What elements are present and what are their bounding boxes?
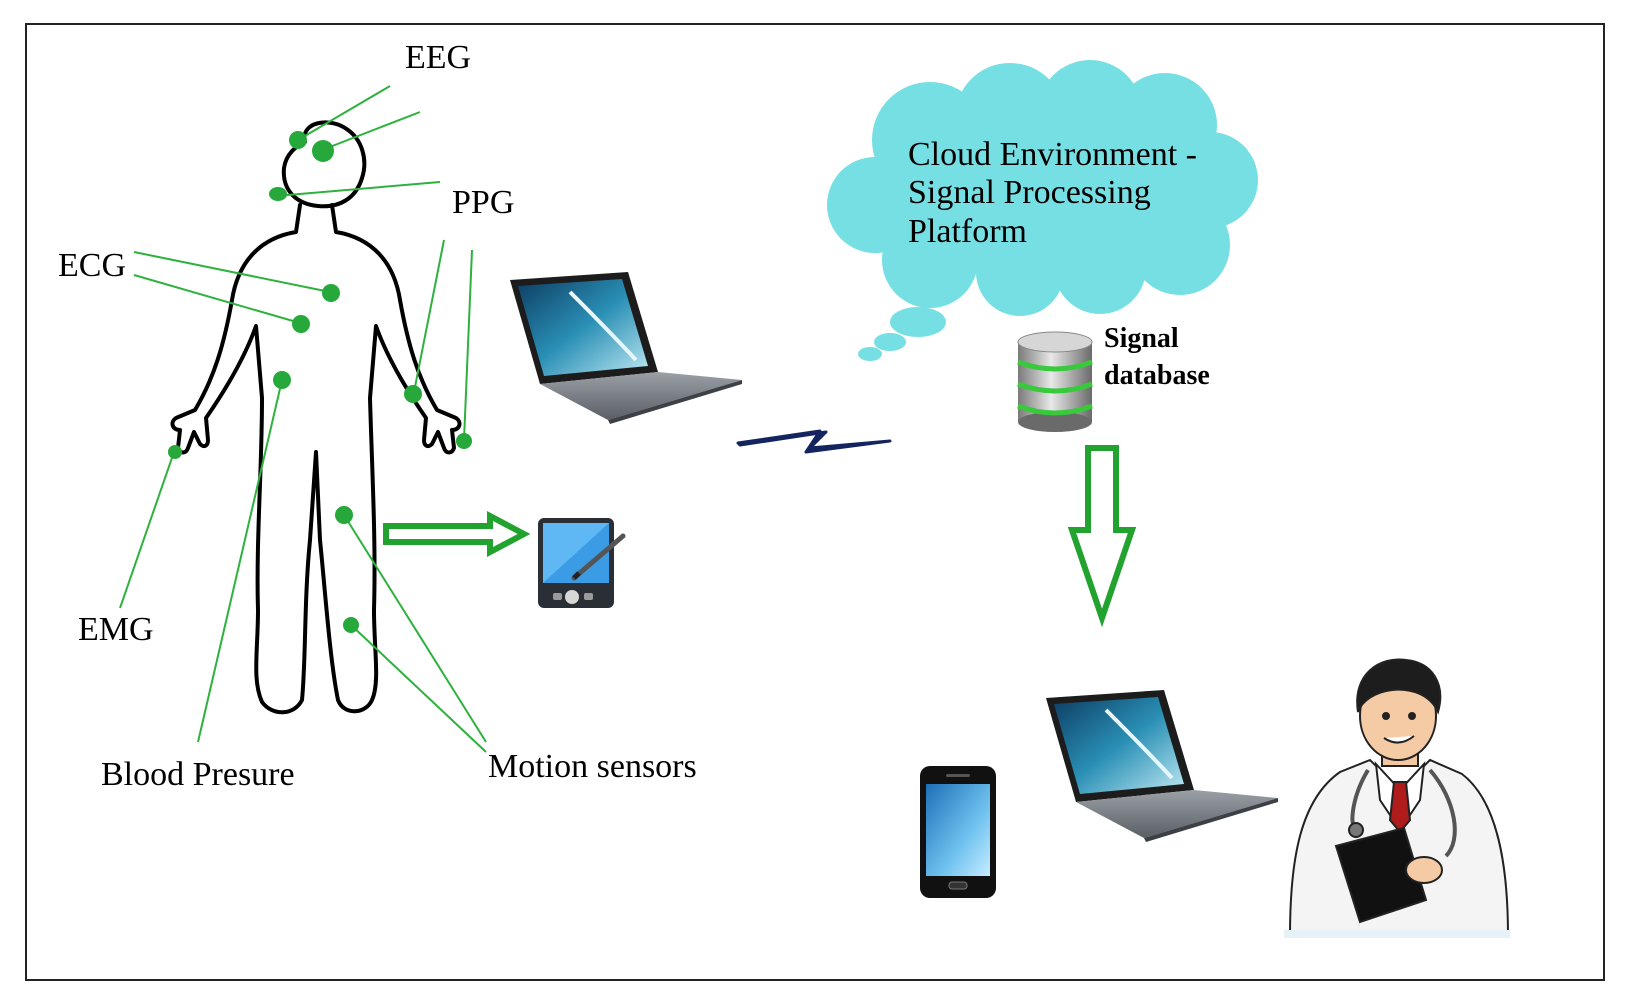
doctor-illustration (1288, 658, 1510, 937)
cloud-title-line2: Signal Processing (908, 174, 1151, 211)
sensor-leader-lines (119, 85, 487, 753)
human-body-outline (170, 120, 462, 715)
motion-sensors-label: Motion sensors (488, 748, 697, 785)
eeg-sensor-dot (312, 140, 334, 162)
database-label-line2: database (1104, 360, 1210, 391)
laptop-icon (510, 272, 742, 424)
database-to-doctor-arrow-icon (1067, 445, 1137, 628)
emg-label: EMG (78, 611, 154, 648)
blood-pressure-label: Blood Presure (101, 756, 295, 793)
cloud-title-line1: Cloud Environment - (908, 136, 1197, 173)
cloud-icon (827, 60, 1258, 361)
motion-sensor-dot (335, 506, 353, 524)
motion-sensor-dot (343, 617, 359, 633)
ppg-sensor-dot (404, 385, 422, 403)
ppg-label: PPG (452, 184, 514, 221)
ecg-label: ECG (58, 247, 126, 284)
eeg-label: EEG (405, 39, 471, 76)
ppg-sensor-dot (269, 187, 287, 201)
diagram-border (25, 23, 1605, 981)
cloud-title-line3: Platform (908, 213, 1027, 250)
blood-pressure-sensor-dot (273, 371, 291, 389)
eeg-sensor-dot (289, 131, 307, 149)
doctor-floor-line (1284, 930, 1510, 938)
ppg-sensor-dot (456, 433, 472, 449)
lightning-wireless-icon (736, 429, 892, 454)
database-icon (1017, 331, 1093, 432)
sensor-dots (168, 131, 472, 633)
ecg-sensor-dot (292, 315, 310, 333)
laptop-icon (1046, 690, 1278, 842)
body-to-tablet-arrow-icon (383, 511, 531, 557)
ecg-sensor-dot (322, 284, 340, 302)
emg-sensor-dot (168, 445, 182, 459)
database-label-line1: Signal (1104, 323, 1179, 354)
tablet-pda-icon (538, 518, 626, 608)
smartphone-icon (920, 766, 996, 898)
